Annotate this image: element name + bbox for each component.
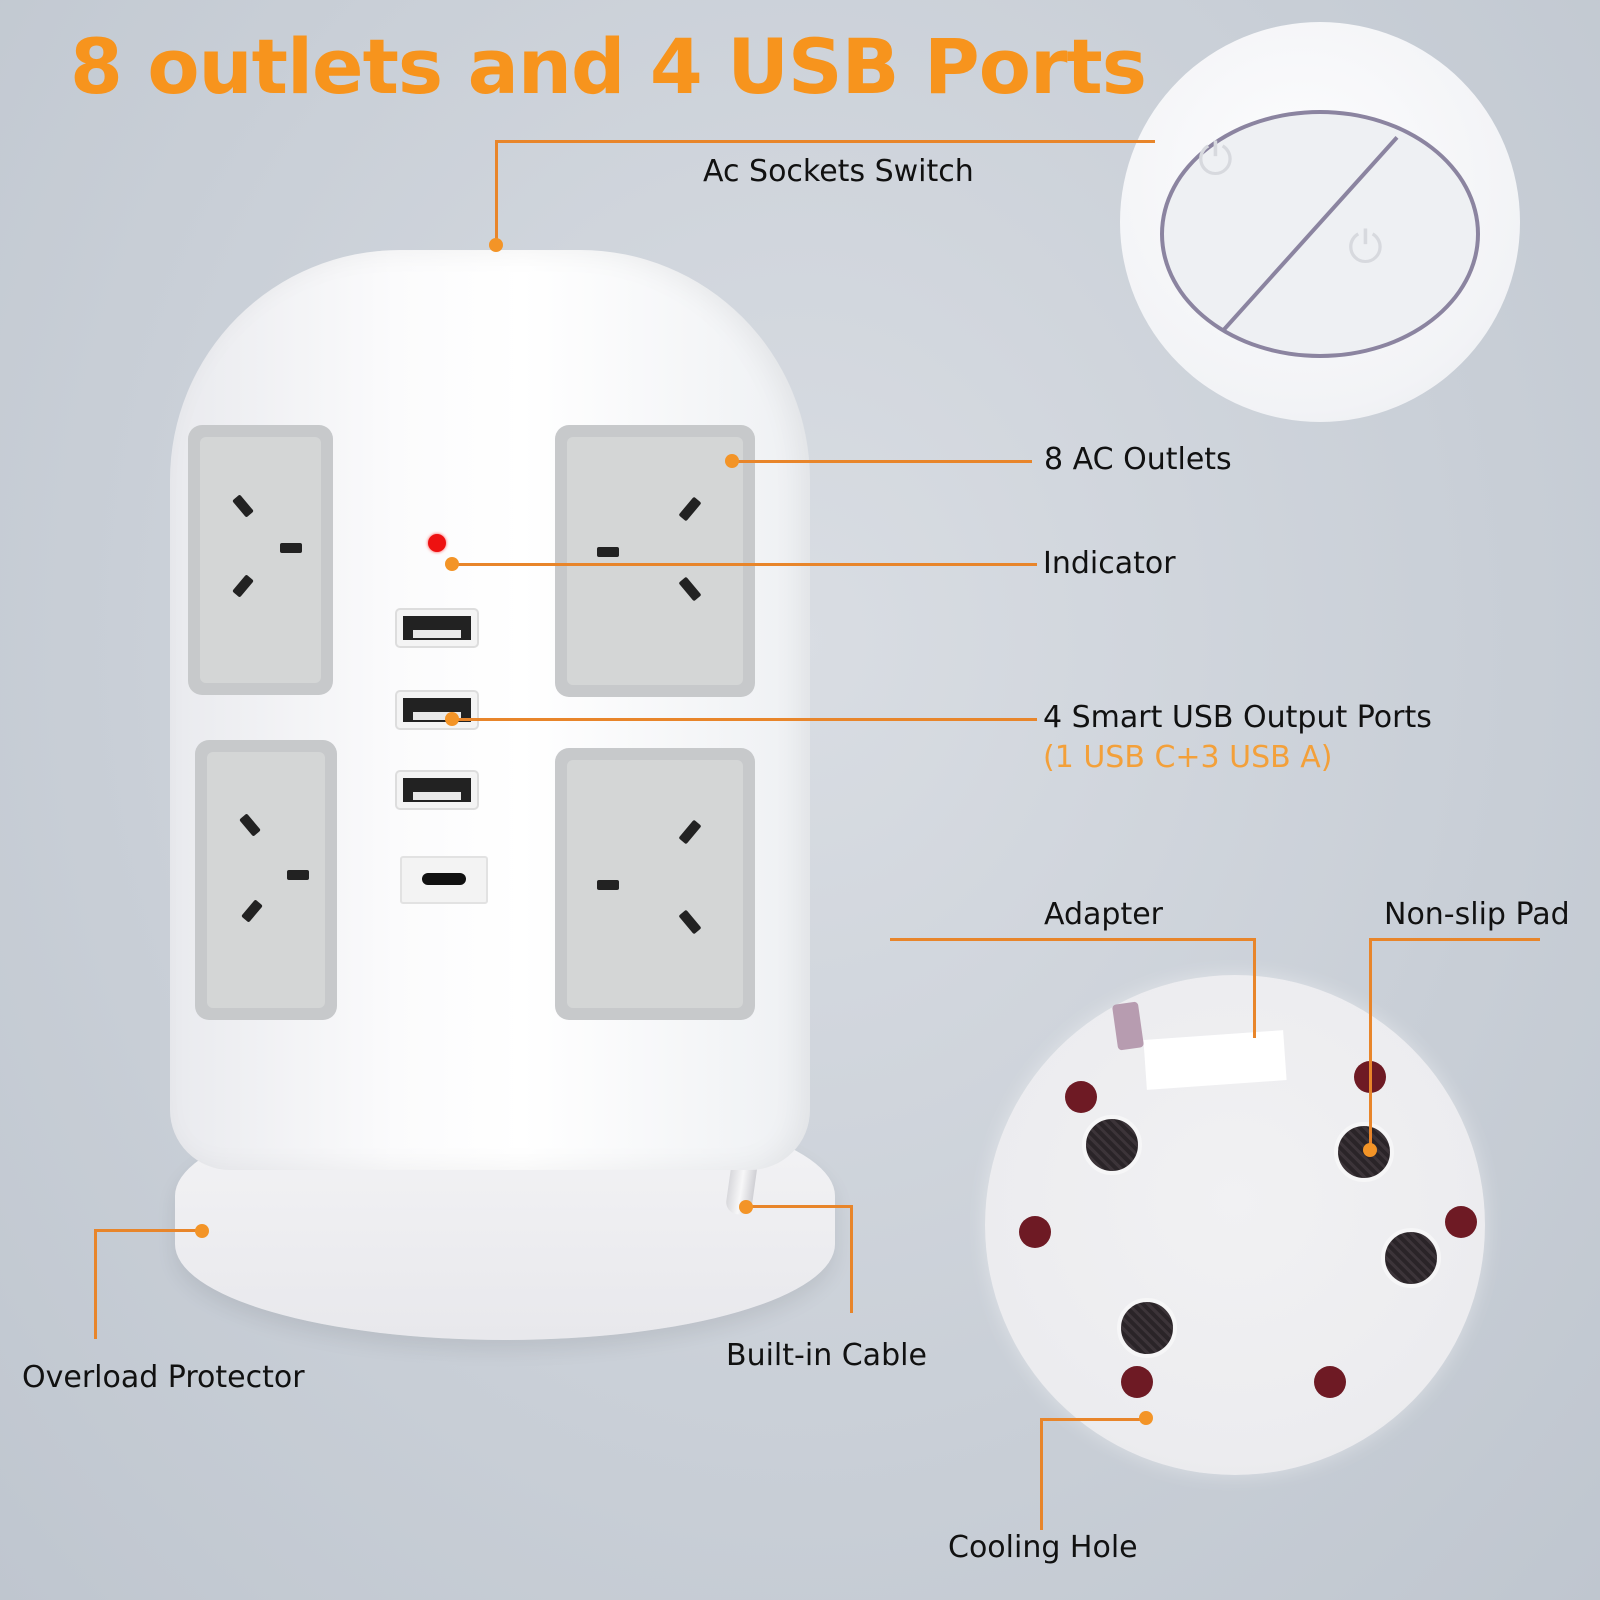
cooling-hole bbox=[1121, 1366, 1153, 1398]
power-tower bbox=[170, 250, 810, 1170]
usb-a-port-2 bbox=[397, 692, 477, 728]
leader-line bbox=[1370, 938, 1540, 941]
label-adapter: Adapter bbox=[1044, 897, 1164, 932]
ac-outlet-bottom-right bbox=[555, 748, 755, 1020]
label-usb-ports-detail: (1 USB C+3 USB A) bbox=[1043, 740, 1333, 775]
ac-outlet-bottom-left bbox=[195, 740, 337, 1020]
leader-line bbox=[94, 1229, 97, 1339]
leader-line bbox=[495, 140, 1155, 143]
cooling-hole bbox=[1445, 1206, 1477, 1238]
usb-a-port-3 bbox=[397, 772, 477, 808]
switch-closeup: ⏻ ⏻ bbox=[1120, 22, 1520, 422]
non-slip-pad bbox=[1082, 1115, 1142, 1175]
label-switch: Ac Sockets Switch bbox=[703, 154, 974, 189]
leader-line bbox=[452, 563, 1037, 566]
indicator-light bbox=[428, 534, 446, 552]
leader-line bbox=[452, 718, 1037, 721]
power-icon: ⏻ bbox=[1348, 222, 1383, 273]
cooling-hole bbox=[1065, 1081, 1097, 1113]
adapter bbox=[1143, 1030, 1287, 1090]
label-built-in-cable: Built-in Cable bbox=[726, 1338, 927, 1373]
label-cooling-hole: Cooling Hole bbox=[948, 1530, 1138, 1565]
leader-line bbox=[495, 140, 498, 244]
leader-line bbox=[1369, 938, 1372, 1150]
switch-buttons bbox=[1160, 110, 1480, 358]
ac-outlet-top-right bbox=[555, 425, 755, 697]
cooling-hole bbox=[1019, 1216, 1051, 1248]
label-indicator: Indicator bbox=[1043, 546, 1176, 581]
label-usb-ports: 4 Smart USB Output Ports bbox=[1043, 700, 1432, 735]
leader-line bbox=[890, 938, 1255, 941]
ac-outlet-top-left bbox=[188, 425, 333, 695]
page-title: 8 outlets and 4 USB Ports bbox=[70, 22, 1147, 111]
leader-line bbox=[732, 460, 1032, 463]
non-slip-pad bbox=[1381, 1228, 1441, 1288]
usb-a-port-1 bbox=[397, 610, 477, 646]
leader-line bbox=[1253, 938, 1256, 1038]
leader-line bbox=[1040, 1418, 1043, 1530]
leader-line bbox=[94, 1229, 204, 1232]
leader-line bbox=[745, 1205, 853, 1208]
label-overload-protector: Overload Protector bbox=[22, 1360, 305, 1395]
non-slip-pad bbox=[1117, 1298, 1177, 1358]
label-non-slip-pad: Non-slip Pad bbox=[1384, 897, 1570, 932]
label-outlets: 8 AC Outlets bbox=[1044, 442, 1232, 477]
leader-line bbox=[850, 1205, 853, 1313]
power-icon: ⏻ bbox=[1198, 134, 1233, 185]
usb-c-port bbox=[400, 856, 488, 904]
leader-line bbox=[1040, 1418, 1150, 1421]
cooling-hole bbox=[1314, 1366, 1346, 1398]
